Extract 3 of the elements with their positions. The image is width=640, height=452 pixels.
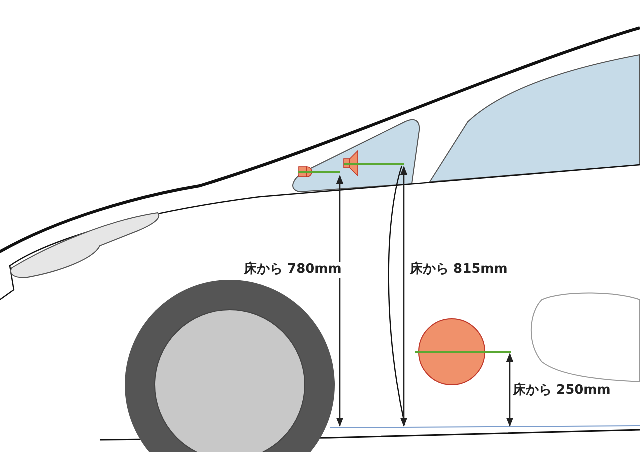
dimension-label: 床から 815mm [410, 262, 508, 278]
dimension-label: 床から 780mm [244, 262, 342, 278]
dimension-label: 床から 250mm [513, 383, 611, 399]
